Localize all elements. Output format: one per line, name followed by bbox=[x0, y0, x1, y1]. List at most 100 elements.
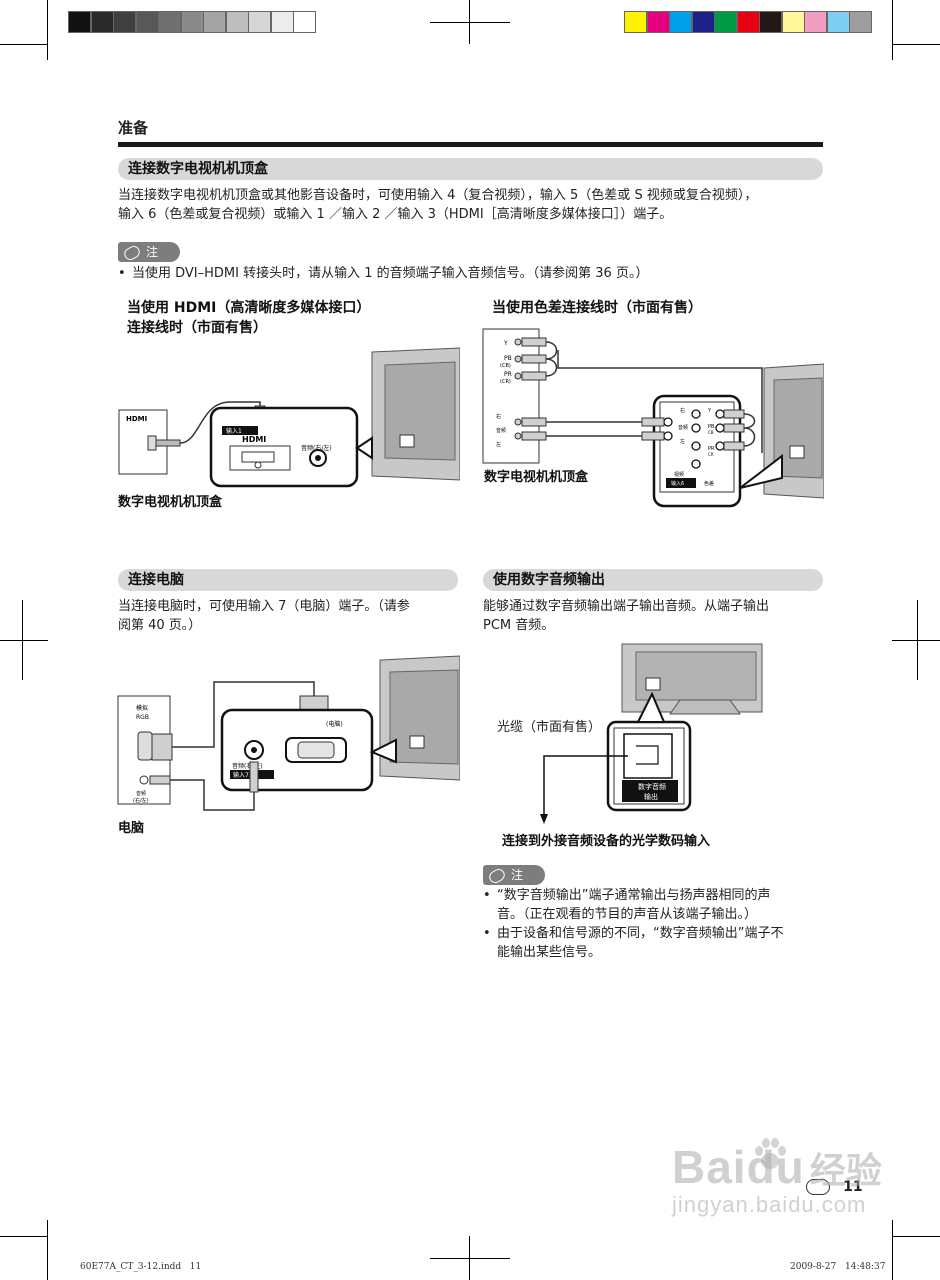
note-tag: 注 bbox=[118, 242, 180, 262]
calibration-swatch bbox=[180, 11, 204, 33]
crop-mark bbox=[0, 44, 48, 45]
digital-audio-paragraph: 能够通过数字音频输出端子输出音频。从端子输出 PCM 音频。 bbox=[483, 597, 828, 635]
calibration-swatch bbox=[804, 11, 827, 33]
language-badge-icon bbox=[806, 1178, 830, 1195]
pc-tv-label: (电脑) bbox=[326, 720, 343, 728]
pc-paragraph: 当连接电脑时，可使用输入 7（电脑）端子。（请参 阅第 40 页。） bbox=[118, 597, 463, 635]
note-item-line: 能输出某些信号。 bbox=[497, 945, 602, 960]
calibration-swatch bbox=[624, 11, 647, 33]
calibration-swatch bbox=[759, 11, 782, 33]
panel-input-label: 输入6 bbox=[671, 480, 684, 487]
calibration-swatch bbox=[691, 11, 715, 33]
pc-audio-lr-label: (右/左) bbox=[133, 797, 149, 804]
footer-time: 14:48:37 bbox=[845, 1262, 886, 1272]
panel-cr-label: CR bbox=[708, 452, 714, 457]
port-hdmi-logo: HDMI bbox=[242, 435, 266, 444]
page-number: 11 bbox=[843, 1178, 863, 1195]
pr-sub-label: (CR) bbox=[500, 379, 511, 385]
paperclip-icon bbox=[122, 243, 142, 262]
calibration-swatch bbox=[225, 11, 249, 33]
note-label-2: 注 bbox=[511, 868, 524, 882]
panel-color-diff-label: 色差 bbox=[704, 480, 714, 487]
calibration-swatch bbox=[781, 11, 805, 33]
hdmi-diagram-caption: 数字电视机机顶盒 bbox=[118, 495, 223, 510]
calibration-swatch bbox=[826, 11, 850, 33]
note-item: 由于设备和信号源的不同，“数字音频输出”端子不 能输出某些信号。 bbox=[483, 924, 828, 962]
header-rule bbox=[118, 142, 823, 147]
paw-icon bbox=[750, 1135, 790, 1175]
panel-jacks bbox=[663, 409, 725, 469]
pb-sub-label: (CB) bbox=[500, 363, 511, 369]
hdmi-diagram-title: 当使用 HDMI（高清晰度多媒体接口） 连接线时（市面有售） bbox=[127, 298, 370, 338]
calibration-swatch bbox=[135, 11, 159, 33]
digital-audio-diagram: 数字音频 输出 bbox=[540, 643, 763, 824]
panel-right-label: 右 bbox=[680, 407, 685, 414]
hdmi-connection-diagram: HDMI 输入1 HDMI 音频(右/左) bbox=[118, 347, 460, 488]
crop-mark bbox=[892, 0, 893, 60]
crop-mark bbox=[892, 1220, 893, 1280]
paperclip-icon bbox=[487, 866, 507, 885]
calibration-swatch bbox=[646, 11, 670, 33]
optical-cable-label: 光缆（市面有售） bbox=[497, 720, 602, 735]
component-diagram-caption: 数字电视机机顶盒 bbox=[484, 470, 589, 485]
crop-mark bbox=[892, 640, 940, 641]
digital-audio-caption: 连接到外接音频设备的光学数码输入 bbox=[502, 834, 711, 849]
note-list: 当使用 DVI–HDMI 转接头时，请从输入 1 的音频端子输入音频信号。（请参… bbox=[118, 264, 828, 283]
pc-line-1: 当连接电脑时，可使用输入 7（电脑）端子。（请参 bbox=[118, 599, 410, 614]
calibration-swatch bbox=[714, 11, 737, 33]
calibration-swatch bbox=[248, 11, 271, 33]
tv-back-illustration-4 bbox=[621, 643, 763, 715]
panel-pr-label: PR bbox=[708, 446, 715, 452]
crop-mark bbox=[47, 0, 48, 60]
crop-mark bbox=[917, 600, 918, 680]
panel-video-label: 视频 bbox=[674, 471, 684, 478]
crop-mark bbox=[430, 22, 510, 23]
panel-y-label: Y bbox=[707, 408, 712, 414]
hdmi-title-line-1: 当使用 HDMI（高清晰度多媒体接口） bbox=[127, 300, 371, 316]
calibration-swatch bbox=[849, 11, 872, 33]
intro-paragraph: 当连接数字电视机机顶盒或其他影音设备时，可使用输入 4（复合视频），输入 5（色… bbox=[118, 186, 838, 224]
calibration-swatch bbox=[736, 11, 760, 33]
calibration-swatch bbox=[669, 11, 692, 33]
footer-date: 2009-8-27 bbox=[790, 1262, 837, 1272]
crop-mark bbox=[22, 600, 23, 680]
hdmi-logo-text: HDMI bbox=[126, 415, 147, 423]
page-number-area: 11 bbox=[806, 1176, 863, 1195]
intro-line-2: 输入 6（色差或复合视频）或输入 1 ／输入 2 ／输入 3（HDMI［高清晰度… bbox=[118, 207, 673, 222]
tv-audio-label: 音频(右/左) bbox=[232, 762, 263, 770]
note-tag-2: 注 bbox=[483, 865, 545, 885]
section-title-pc: 连接电脑 bbox=[118, 569, 458, 591]
note-item: 当使用 DVI–HDMI 转接头时，请从输入 1 的音频端子输入音频信号。（请参… bbox=[118, 264, 828, 283]
section-title-set-top-box: 连接数字电视机机顶盒 bbox=[118, 158, 823, 180]
optical-port-label-2: 输出 bbox=[644, 792, 658, 801]
right-audio-label: 右 bbox=[496, 413, 501, 420]
calibration-swatch bbox=[158, 11, 181, 33]
digital-audio-line-2: PCM 音频。 bbox=[483, 618, 555, 633]
analog-label: 模拟 bbox=[136, 704, 148, 712]
crop-mark bbox=[430, 1258, 510, 1259]
calibration-swatch bbox=[113, 11, 136, 33]
component-diagram-title: 当使用色差连接线时（市面有售） bbox=[492, 300, 702, 316]
intro-line-1: 当连接数字电视机机顶盒或其他影音设备时，可使用输入 4（复合视频），输入 5（色… bbox=[118, 188, 758, 203]
pb-label: PB bbox=[504, 355, 512, 362]
left-audio-label: 左 bbox=[496, 441, 501, 448]
crop-mark bbox=[47, 1220, 48, 1280]
note-item-line: 由于设备和信号源的不同，“数字音频输出”端子不 bbox=[497, 926, 784, 941]
calibration-swatch bbox=[293, 11, 316, 33]
crop-mark bbox=[892, 44, 940, 45]
crop-mark bbox=[0, 1236, 48, 1237]
pc-line-2: 阅第 40 页。） bbox=[118, 618, 202, 633]
calibration-swatch bbox=[270, 11, 294, 33]
calibration-swatch bbox=[68, 11, 91, 33]
note-item: “数字音频输出”端子通常输出与扬声器相同的声 音。（正在观看的节目的声音从该端子… bbox=[483, 886, 828, 924]
audio-label: 音频 bbox=[496, 427, 506, 434]
pc-connection-diagram: 模拟 RGB 音频 (右/左) (电脑) 音频(右/左) 输入7 bbox=[117, 655, 460, 811]
watermark-url: jingyan.baidu.com bbox=[672, 1192, 867, 1217]
baidu-watermark: Baidu 经验 jingyan.baidu.com bbox=[672, 1140, 882, 1218]
pc-diagram-caption: 电脑 bbox=[118, 821, 145, 836]
note-item-line: 音。（正在观看的节目的声音从该端子输出。） bbox=[497, 907, 758, 922]
panel-audio-label: 音频 bbox=[678, 424, 688, 431]
rca-plugs-left bbox=[514, 337, 547, 441]
optical-port-label-1: 数字音频 bbox=[638, 782, 666, 791]
section-title-digital-audio: 使用数字音频输出 bbox=[483, 569, 823, 591]
